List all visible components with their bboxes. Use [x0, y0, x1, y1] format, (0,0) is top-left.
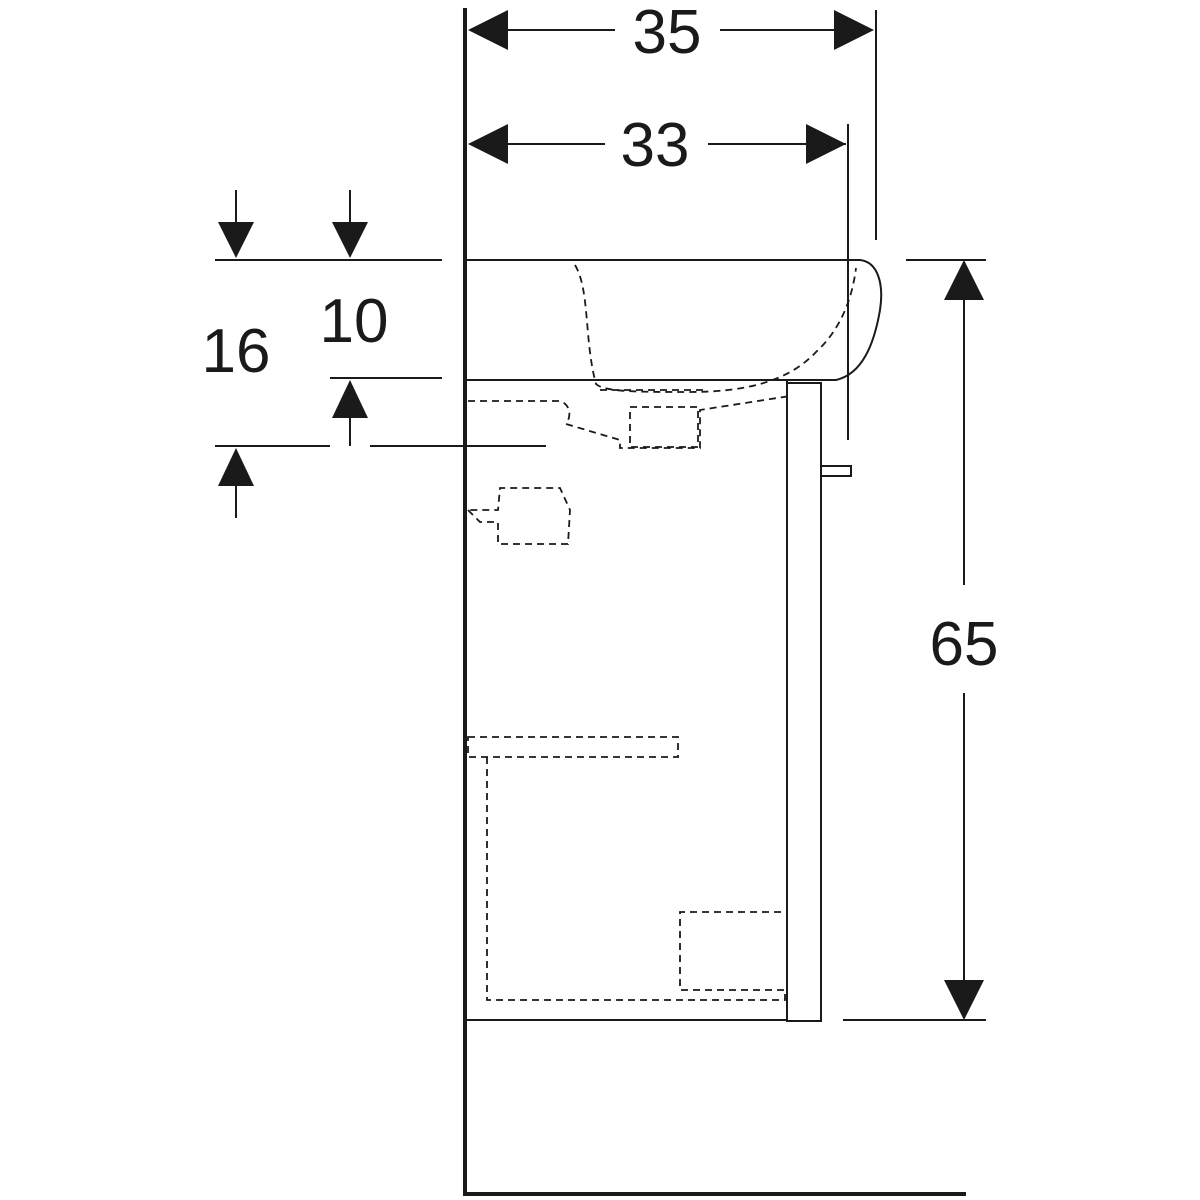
arrow-35-left — [468, 10, 508, 50]
arrow-33-right — [806, 124, 846, 164]
arrow-33-left — [468, 124, 508, 164]
basin-bowl-dashed — [574, 264, 857, 393]
cabinet-door — [786, 382, 822, 1022]
vanity-cabinet — [464, 379, 852, 1022]
drawer-dashed — [486, 757, 787, 1001]
washbasin — [465, 259, 883, 449]
dim-label-33: 33 — [621, 111, 690, 180]
dim-label-65: 65 — [930, 610, 999, 679]
arrow-35-right — [834, 10, 874, 50]
dimension-65: 65 — [843, 259, 999, 1021]
dimension-16-10: 16 10 — [202, 190, 546, 518]
arrow-65-top — [944, 260, 984, 300]
dim-label-35: 35 — [633, 0, 702, 67]
arrow-65-bottom — [944, 980, 984, 1020]
arrow-16-bottom — [218, 448, 254, 486]
siphon-box-dashed — [629, 406, 699, 448]
dimension-35: 35 — [468, 0, 874, 67]
arrow-10-bottom — [332, 380, 368, 418]
cabinet-body — [464, 379, 788, 1021]
basin-outline — [465, 259, 883, 381]
wall-floor — [463, 8, 966, 1196]
siphon-dashed — [468, 395, 791, 449]
dim-label-10: 10 — [320, 287, 389, 356]
arrow-10-top — [332, 222, 368, 258]
inner-fixture-dashed — [467, 487, 571, 545]
arrow-16-top — [218, 222, 254, 258]
dim-label-16: 16 — [202, 317, 271, 386]
door-handle — [820, 465, 852, 477]
dimension-33: 33 — [468, 111, 846, 180]
shelf-dashed — [467, 736, 679, 758]
